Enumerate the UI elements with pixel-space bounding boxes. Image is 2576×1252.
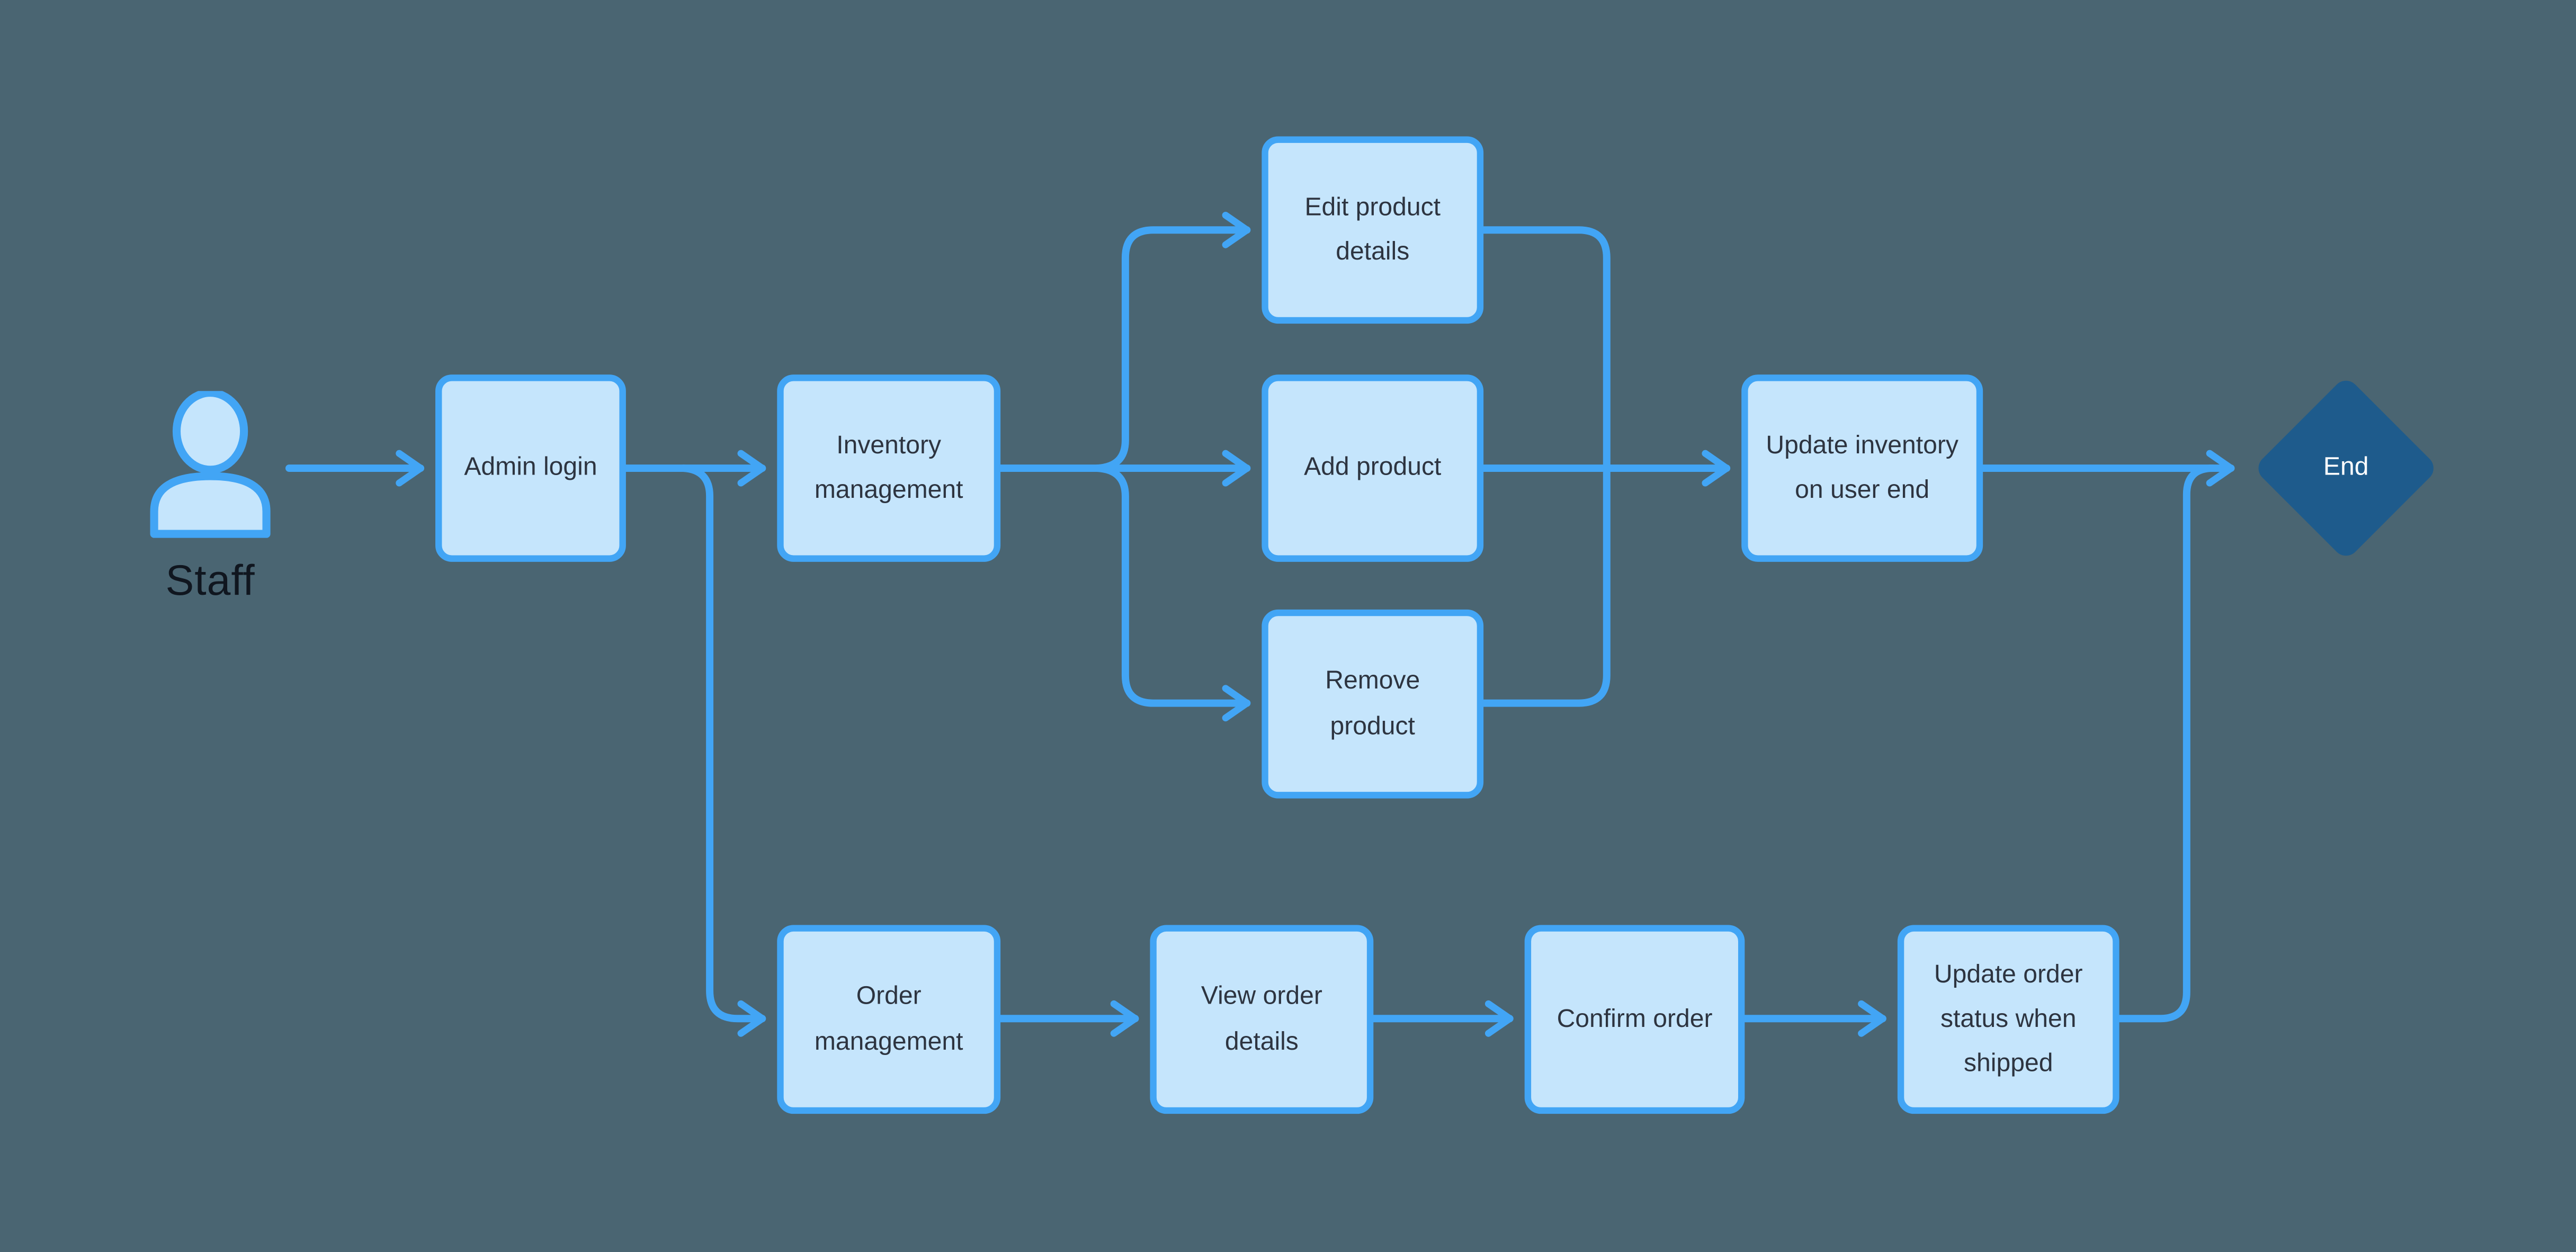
actor-label: Staff — [165, 555, 255, 605]
node-label: View order details — [1201, 983, 1322, 1056]
node-admin-login[interactable]: Admin login — [435, 374, 626, 562]
edge-inventory-management-remove-product — [1094, 464, 1251, 722]
node-update-inventory-on-user-end[interactable]: Update inventory on user end — [1741, 374, 1983, 562]
edge-update-order-status-end — [2115, 464, 2217, 1023]
node-label: Update order status when shipped — [1934, 961, 2083, 1078]
node-label: Inventory management — [814, 432, 963, 505]
node-label: End — [2323, 453, 2369, 481]
node-staff-actor[interactable]: Staff — [95, 391, 325, 606]
node-view-order-details[interactable]: View order details — [1150, 925, 1374, 1114]
person-icon — [150, 391, 271, 538]
node-inventory-management[interactable]: Inventory management — [777, 374, 1001, 562]
node-label: Add product — [1304, 454, 1442, 482]
node-edit-product-details[interactable]: Edit product details — [1262, 136, 1484, 324]
node-order-management[interactable]: Order management — [777, 925, 1001, 1114]
node-label: Order management — [814, 983, 963, 1056]
node-label: Remove product — [1325, 667, 1420, 740]
node-label: Confirm order — [1557, 1005, 1713, 1033]
node-label: Edit product details — [1304, 193, 1441, 266]
edge-remove-product-merge — [1480, 464, 1611, 707]
node-label: Admin login — [464, 454, 597, 482]
node-confirm-order[interactable]: Confirm order — [1524, 925, 1745, 1114]
edge-inventory-management-edit-product-details — [1094, 211, 1251, 472]
node-label: Update inventory on user end — [1766, 432, 1958, 505]
edge-edit-product-details-merge — [1480, 226, 1611, 472]
node-remove-product[interactable]: Remove product — [1262, 609, 1484, 799]
node-add-product[interactable]: Add product — [1262, 374, 1484, 562]
edge-admin-login-order-management — [679, 464, 766, 1037]
node-update-order-status-when-shipped[interactable]: Update order status when shipped — [1897, 925, 2119, 1114]
node-end[interactable]: End — [2252, 374, 2440, 562]
